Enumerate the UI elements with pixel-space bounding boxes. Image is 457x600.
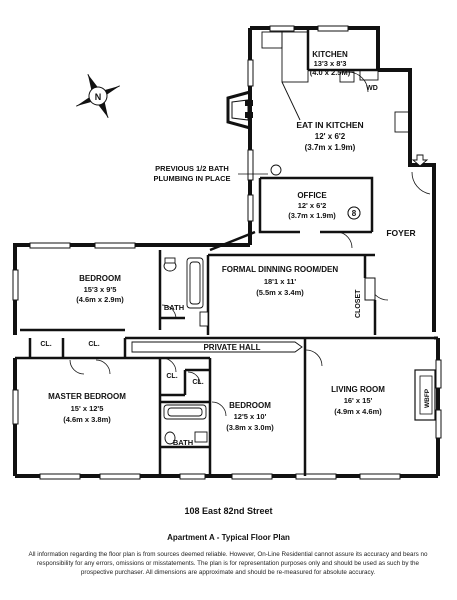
office-name: OFFICE: [297, 191, 327, 200]
compass-icon: [76, 74, 120, 118]
dining-name: FORMAL DINNING ROOM/DEN: [222, 265, 339, 274]
office-dims: 12' x 6'2: [298, 201, 327, 210]
windows: [12, 25, 442, 480]
entry-arrow-icon: [411, 154, 429, 167]
dining-dims: 18'1 x 11': [264, 277, 297, 286]
bedroom2-metric: (3.8m x 3.0m): [226, 423, 274, 432]
bath1-label: BATH: [164, 303, 184, 312]
interior-walls: [15, 28, 434, 476]
living-name: LIVING ROOM: [331, 385, 385, 394]
plan-title: Apartment A - Typical Floor Plan: [167, 533, 290, 542]
foyer-name: FOYER: [386, 228, 415, 238]
kitchen-fixtures: [261, 31, 412, 133]
plumbing-note-line2: PLUMBING IN PLACE: [153, 174, 230, 183]
marker-label: 8: [352, 209, 357, 218]
building-address: 108 East 82nd Street: [184, 506, 273, 516]
compass-label: N: [95, 92, 102, 102]
bath2-label: BATH: [173, 438, 193, 447]
master-metric: (4.6m x 3.8m): [63, 415, 111, 424]
bedroom1-dims: 15'3 x 9'5: [84, 285, 117, 294]
plumbing-note-line1: PREVIOUS 1/2 BATH: [155, 164, 229, 173]
wbfp-label: WBFP: [424, 388, 431, 408]
bedroom2-name: BEDROOM: [229, 401, 271, 410]
floor-plan: N 8 KITCHEN 13'3 x 8'3 (4.0 x 2.5M) WD E…: [12, 25, 442, 480]
dining-alcove: [364, 277, 376, 301]
bay-structures: [226, 90, 253, 130]
master-dims: 15' x 12'5: [71, 404, 104, 413]
room-labels: KITCHEN 13'3 x 8'3 (4.0 x 2.5M) WD EAT I…: [40, 50, 431, 447]
bath-fixtures: [163, 164, 361, 445]
closet-a-label: CL.: [40, 341, 51, 348]
disclaimer: All information regarding the floor plan…: [28, 551, 428, 576]
wd-label: WD: [366, 85, 378, 92]
kitchen-metric: (4.0 x 2.5M): [310, 68, 351, 77]
closet-c-label: CL.: [166, 373, 177, 380]
bedroom1-metric: (4.6m x 2.9m): [76, 295, 124, 304]
hall-arrow-icon: [131, 341, 303, 353]
door-swings: [69, 71, 431, 417]
kitchen-name: KITCHEN: [312, 50, 348, 59]
fireplace: [414, 369, 436, 421]
eat-in-kitchen-name: EAT IN KITCHEN: [296, 120, 363, 130]
kitchen-dims: 13'3 x 8'3: [314, 59, 347, 68]
bedroom1-name: BEDROOM: [79, 274, 121, 283]
master-name: MASTER BEDROOM: [48, 392, 126, 401]
living-dims: 16' x 15': [344, 396, 373, 405]
living-metric: (4.9m x 4.6m): [334, 407, 382, 416]
dining-metric: (5.5m x 3.4m): [256, 288, 304, 297]
eat-in-kitchen-metric: (3.7m x 1.9m): [305, 143, 356, 152]
closet-d-label: CL.: [192, 379, 203, 386]
marker-circle: [347, 206, 361, 220]
eat-in-kitchen-dims: 12' x 6'2: [315, 132, 346, 141]
closet-label: CLOSET: [355, 289, 362, 318]
bedroom2-dims: 12'5 x 10': [234, 412, 267, 421]
closet-b-label: CL.: [88, 341, 99, 348]
private-hall-label: PRIVATE HALL: [203, 343, 260, 352]
office-metric: (3.7m x 1.9m): [288, 211, 336, 220]
